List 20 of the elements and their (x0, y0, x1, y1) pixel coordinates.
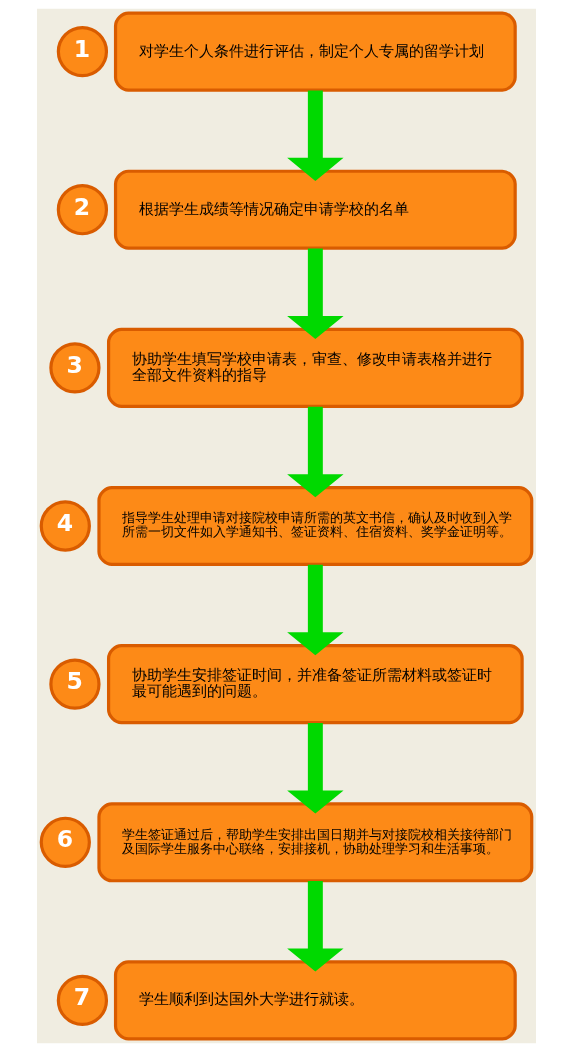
node-circle: 3 (49, 342, 101, 394)
node-box: 协助学生安排签证时间，并准备签证所需材料或签证时最可能遇到的问题。 (107, 644, 524, 725)
node-box: 指导学生处理申请对接院校申请所需的英文书信，确认及时收到入学所需一切文件如入学通知书、签证资料、住宿资料、奖学金证明等。 (97, 485, 534, 567)
arrow (287, 90, 344, 181)
arrow (287, 406, 344, 498)
node-circle: 6 (39, 816, 91, 868)
node-circle: 7 (56, 974, 109, 1027)
node-circle: 2 (56, 184, 109, 236)
node-box: 对学生个人条件进行评估，制定个人专属的留学计划 (113, 11, 517, 92)
node-box: 学生顺利到达国外大学进行就读。 (113, 960, 517, 1041)
node-box: 学生签证通过后，帮助学生安排出国日期并与对接院校相关接待部门及国际学生服务中心联络，安排接机，协助处理学习和生活事项。 (97, 802, 534, 883)
arrow (287, 722, 344, 814)
arrow (287, 564, 344, 656)
node-circle: 4 (39, 500, 91, 552)
arrow (287, 248, 344, 340)
node-circle: 1 (56, 25, 109, 78)
node-circle: 5 (49, 658, 101, 710)
arrow (287, 881, 344, 972)
node-box: 根据学生成绩等情况确定申请学校的名单 (113, 169, 517, 250)
node-box: 协助学生填写学校申请表，审查、修改申请表格并进行全部文件资料的指导 (107, 327, 524, 408)
